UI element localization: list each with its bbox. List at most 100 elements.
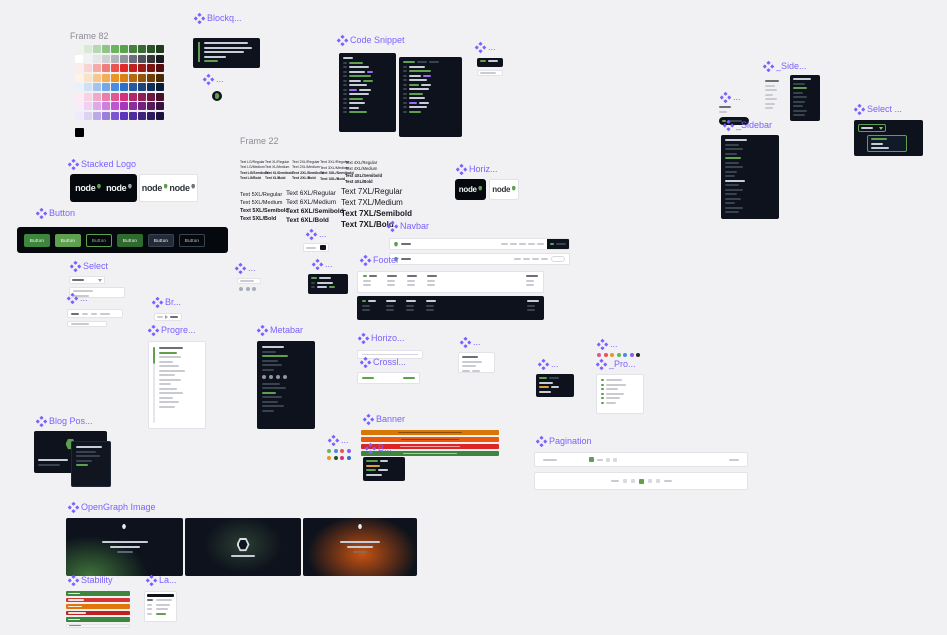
- stability-strip[interactable]: [66, 610, 130, 615]
- metabar-mini-row[interactable]: [67, 321, 107, 327]
- metabar-component[interactable]: [257, 341, 315, 429]
- color-swatch[interactable]: [120, 111, 128, 120]
- side-collapsed-component[interactable]: [765, 75, 820, 121]
- frame-title[interactable]: Footer: [362, 255, 544, 265]
- color-swatch[interactable]: [75, 54, 83, 63]
- color-swatch[interactable]: [156, 64, 164, 72]
- page-number[interactable]: [647, 479, 652, 483]
- color-swatch[interactable]: [156, 102, 164, 110]
- frame-title[interactable]: Stability: [70, 575, 130, 585]
- color-swatch[interactable]: [84, 73, 92, 82]
- color-swatch[interactable]: [93, 64, 101, 72]
- color-swatch[interactable]: [129, 73, 137, 82]
- color-swatch[interactable]: [147, 45, 155, 53]
- select-dark-component[interactable]: [854, 120, 923, 156]
- frame-title[interactable]: Blog Pos...: [38, 416, 114, 426]
- next-button[interactable]: [729, 458, 739, 461]
- blog-post-card[interactable]: [71, 441, 111, 487]
- frame-title[interactable]: Frame 22: [240, 136, 405, 146]
- frame-title[interactable]: Code Snippet: [339, 35, 462, 45]
- color-palette-component[interactable]: [70, 45, 164, 142]
- logo-card-light[interactable]: node: [489, 179, 519, 200]
- stability-strip[interactable]: [66, 617, 130, 622]
- color-swatch[interactable]: [120, 102, 128, 110]
- frame-title[interactable]: Horiz...: [458, 164, 519, 174]
- frame-title[interactable]: Br...: [154, 297, 182, 307]
- color-dot[interactable]: [252, 287, 256, 291]
- color-swatch[interactable]: [75, 128, 84, 137]
- color-swatch[interactable]: [111, 102, 119, 110]
- frame-title[interactable]: ...: [314, 259, 348, 269]
- next-button[interactable]: [663, 480, 672, 482]
- button-secondary[interactable]: Button: [148, 233, 174, 247]
- author-mini-component[interactable]: [458, 352, 495, 373]
- color-dot[interactable]: [346, 455, 351, 460]
- color-swatch[interactable]: [129, 102, 137, 110]
- frame-title[interactable]: Pagination: [538, 436, 748, 446]
- color-swatch[interactable]: [147, 102, 155, 110]
- color-swatch[interactable]: [75, 92, 83, 101]
- footer-light[interactable]: [357, 271, 544, 293]
- select-input[interactable]: [69, 276, 105, 284]
- frame-title[interactable]: ...: [540, 359, 574, 369]
- color-swatch[interactable]: [93, 111, 101, 120]
- color-swatch[interactable]: [120, 54, 128, 63]
- color-dot[interactable]: [623, 353, 627, 357]
- color-dot[interactable]: [346, 449, 351, 453]
- color-dot[interactable]: [610, 353, 614, 357]
- frame-title[interactable]: _Pro...: [598, 359, 644, 369]
- select-input[interactable]: [858, 124, 886, 132]
- color-swatch[interactable]: [93, 83, 101, 91]
- color-swatch[interactable]: [156, 92, 164, 101]
- frame-title[interactable]: _Side...: [765, 61, 820, 71]
- color-swatch[interactable]: [129, 92, 137, 101]
- color-swatch[interactable]: [156, 83, 164, 91]
- frame-title[interactable]: Crossl...: [362, 357, 420, 367]
- next-link[interactable]: [403, 377, 415, 379]
- prev-link[interactable]: [362, 377, 374, 379]
- button-primary[interactable]: Button: [24, 233, 50, 247]
- color-swatch[interactable]: [147, 64, 155, 72]
- color-dot[interactable]: [333, 449, 338, 453]
- button-ghost[interactable]: Button: [179, 233, 205, 247]
- dot-palette-component[interactable]: [597, 353, 640, 357]
- navbar-light-alt[interactable]: [389, 253, 570, 265]
- og-card-orange[interactable]: [303, 518, 417, 576]
- social-icon[interactable]: [262, 374, 266, 379]
- color-swatch[interactable]: [75, 45, 83, 53]
- frame-title[interactable]: Horizo...: [360, 333, 423, 343]
- frame-title[interactable]: ...: [477, 42, 503, 52]
- color-dot[interactable]: [603, 353, 608, 357]
- blockquote-component[interactable]: [193, 38, 260, 68]
- social-icon[interactable]: [283, 374, 287, 379]
- color-swatch[interactable]: [102, 102, 110, 110]
- metabar-mini-row[interactable]: [67, 309, 123, 318]
- theme-toggle[interactable]: [551, 256, 565, 262]
- button-component[interactable]: Button Button Button Button Button Butto…: [17, 227, 228, 253]
- crosslink-component[interactable]: [357, 372, 420, 384]
- textbox-mini-component[interactable]: [237, 278, 261, 284]
- color-swatch[interactable]: [102, 83, 110, 91]
- color-swatch[interactable]: [111, 54, 119, 63]
- color-swatch[interactable]: [147, 92, 155, 101]
- frame-title[interactable]: ...: [722, 92, 749, 102]
- color-swatch[interactable]: [111, 64, 119, 72]
- color-swatch[interactable]: [129, 111, 137, 120]
- stacked-logo-component[interactable]: node node node node: [70, 174, 198, 202]
- color-swatch[interactable]: [156, 73, 164, 82]
- frame-title[interactable]: Stacked Logo: [70, 159, 198, 169]
- codetabs-mini-component[interactable]: [536, 374, 574, 397]
- progression-mini-component[interactable]: [596, 374, 644, 414]
- color-swatch[interactable]: [138, 45, 146, 53]
- footer-dark[interactable]: [357, 296, 544, 320]
- horizontal-rule-component[interactable]: [357, 350, 423, 359]
- page-number[interactable]: [655, 479, 660, 483]
- sidebar-component[interactable]: [721, 135, 779, 219]
- color-swatch[interactable]: [156, 54, 164, 63]
- color-swatch[interactable]: [129, 45, 137, 53]
- frame-title[interactable]: _Sidebar: [725, 120, 779, 130]
- page-number[interactable]: [597, 458, 603, 461]
- progression-component[interactable]: [148, 341, 206, 429]
- page-number[interactable]: [613, 457, 617, 462]
- color-swatch[interactable]: [111, 83, 119, 91]
